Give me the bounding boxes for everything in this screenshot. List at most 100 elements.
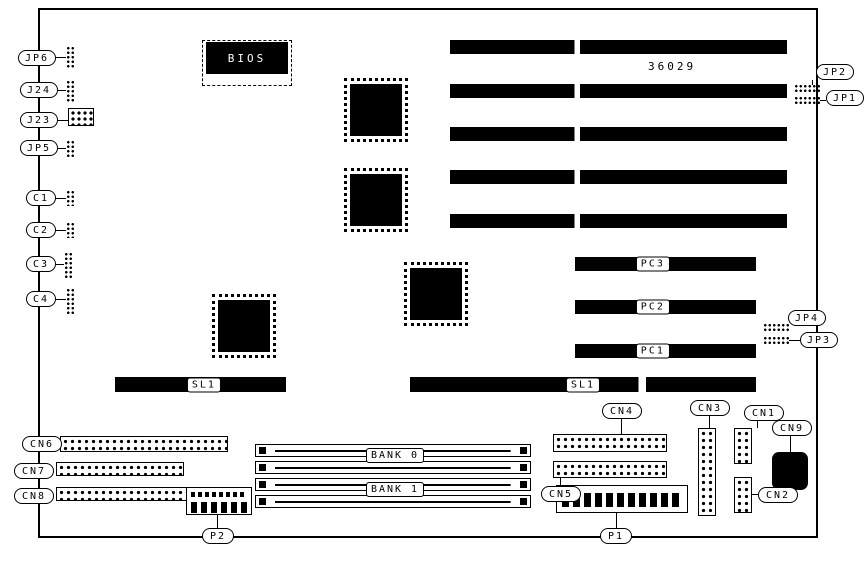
- cn8-pin-header: [56, 487, 228, 501]
- callout-cn5-text: CN5: [548, 488, 574, 500]
- slot-label-sl1-right: SL1: [565, 377, 601, 392]
- callout-jp5-text: JP5: [26, 142, 52, 154]
- leader-j24: [58, 90, 66, 91]
- leader-cn4: [621, 419, 622, 434]
- leader-j23: [58, 120, 68, 121]
- j24-connector-pins: [66, 80, 75, 102]
- isa-slot-1: [450, 40, 787, 54]
- cn3-pin-header: [698, 428, 716, 516]
- callout-jp2: JP2: [816, 64, 854, 80]
- slot-label-pc2: PC2: [635, 299, 670, 315]
- cn9-keyboard-connector: [772, 452, 808, 490]
- callout-jp4-text: JP4: [794, 312, 820, 324]
- callout-jp1-text: JP1: [832, 92, 858, 104]
- isa-slot-2: [450, 84, 787, 98]
- cn7-pin-header: [56, 462, 184, 476]
- leader-jp2: [812, 80, 813, 85]
- jp5-jumper-pins: [66, 140, 75, 158]
- cn5-pin-header: [553, 461, 667, 478]
- callout-cn1-text: CN1: [751, 407, 777, 419]
- leader-cn2: [752, 494, 758, 495]
- slot-label-pc3: PC3: [635, 256, 670, 272]
- bios-chip: BIOS: [206, 42, 288, 74]
- slot-label-pc2-text: PC2: [640, 301, 665, 313]
- cn1-pin-header: [734, 428, 752, 464]
- bank0-label-text: BANK 0: [370, 450, 420, 461]
- callout-j23: J23: [20, 112, 58, 128]
- callout-cn2-text: CN2: [765, 489, 791, 501]
- sl1-slot-left: SL1: [115, 377, 286, 392]
- qfp-chip-2-body: [350, 174, 402, 226]
- j23-connector-pins: [68, 108, 94, 126]
- slot-label-pc1-text: PC1: [640, 345, 665, 357]
- callout-c4-text: C4: [32, 293, 50, 305]
- bank1-label: BANK 1: [366, 482, 424, 497]
- callout-j24-text: J24: [26, 84, 52, 96]
- leader-jp1: [820, 100, 826, 101]
- jp2-jumper-pins: [794, 84, 820, 93]
- pc-slot-pc2: PC2: [575, 299, 756, 315]
- slot-label-pc3-text: PC3: [640, 258, 665, 270]
- leader-c1: [56, 198, 66, 199]
- cn4-pin-header: [553, 434, 667, 452]
- callout-c3: C3: [26, 256, 56, 272]
- isa-slot-3: [450, 127, 787, 141]
- leader-jp6: [56, 57, 66, 58]
- bank1-label-text: BANK 1: [370, 484, 420, 495]
- bank0-label: BANK 0: [366, 448, 424, 463]
- callout-cn7-text: CN7: [21, 465, 47, 477]
- callout-jp1: JP1: [826, 90, 864, 106]
- callout-cn6-text: CN6: [29, 438, 55, 450]
- callout-jp6: JP6: [18, 50, 56, 66]
- bios-chip-label: BIOS: [227, 51, 267, 65]
- callout-cn5: CN5: [541, 486, 581, 502]
- simm-socket-4: [255, 495, 531, 508]
- callout-p1-text: P1: [607, 530, 625, 542]
- leader-jp5: [58, 148, 66, 149]
- callout-c4: C4: [26, 291, 56, 307]
- callout-cn9: CN9: [772, 420, 812, 436]
- callout-jp5: JP5: [20, 140, 58, 156]
- callout-cn3-text: CN3: [697, 402, 723, 414]
- jp3-jumper-pins: [763, 336, 789, 345]
- jp4-jumper-pins: [763, 323, 789, 332]
- callout-c1-text: C1: [32, 192, 50, 204]
- leader-jp3: [789, 340, 800, 341]
- callout-c1: C1: [26, 190, 56, 206]
- callout-p1: P1: [600, 528, 632, 544]
- callout-j23-text: J23: [26, 114, 52, 126]
- callout-c3-text: C3: [32, 258, 50, 270]
- callout-p2-text: P2: [209, 530, 227, 542]
- slot-label-sl1-left: SL1: [186, 377, 221, 392]
- c2-jumper-pins: [66, 222, 74, 238]
- sl1-slot-right: SL1: [410, 377, 756, 392]
- cn6-pin-header: [60, 436, 228, 452]
- qfp-chip-3: [404, 262, 468, 326]
- callout-jp3-text: JP3: [806, 334, 832, 346]
- isa-slot-4: [450, 170, 787, 184]
- pc-slot-pc3: PC3: [575, 256, 756, 272]
- leader-c4: [56, 299, 66, 300]
- leader-cn3: [709, 416, 710, 428]
- callout-cn7: CN7: [14, 463, 54, 479]
- leader-cn9: [790, 436, 791, 452]
- callout-c2-text: C2: [32, 224, 50, 236]
- callout-jp6-text: JP6: [24, 52, 50, 64]
- callout-c2: C2: [26, 222, 56, 238]
- leader-p1: [616, 513, 617, 528]
- qfp-chip-1: [344, 78, 408, 142]
- callout-cn4-text: CN4: [609, 405, 635, 417]
- c3-jumper-pins: [64, 252, 74, 278]
- jp6-jumper-pins: [66, 46, 76, 68]
- leader-cn5: [560, 478, 561, 486]
- isa-slot-5: [450, 214, 787, 228]
- qfp-chip-4: [212, 294, 276, 358]
- leader-c3: [56, 264, 64, 265]
- board-part-number: 36029: [648, 60, 697, 73]
- p2-power-connector: [186, 487, 252, 515]
- callout-cn8-text: CN8: [21, 490, 47, 502]
- callout-cn4: CN4: [602, 403, 642, 419]
- jp1-jumper-pins: [794, 96, 820, 105]
- callout-j24: J24: [20, 82, 58, 98]
